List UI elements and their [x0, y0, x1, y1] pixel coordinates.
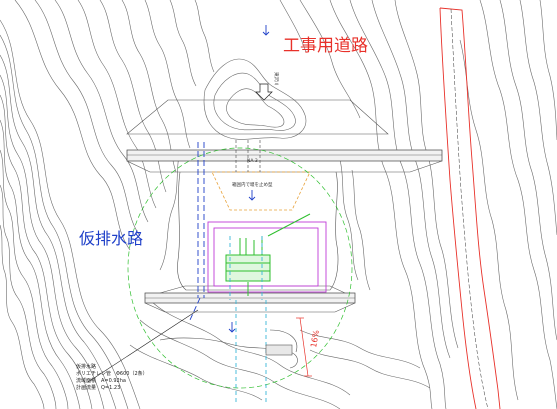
- legend-note-line: ポリエチレン管 Φ600（2条）: [76, 370, 148, 377]
- slope-label: 16%: [309, 329, 321, 348]
- legend-note-line: 計画流量 Q=1.23: [76, 384, 120, 391]
- structure-tag: NA 3: [247, 158, 258, 164]
- stream-label: 東沢川: [273, 72, 280, 86]
- excavation-basin: [177, 171, 339, 291]
- conduit-lines: [235, 140, 261, 172]
- upper-embankment: [126, 99, 443, 173]
- legend-note-line: 流域面積 A=0.92ha: [76, 377, 126, 384]
- slope-dimension: [296, 317, 312, 377]
- temporary-drainage-label: 仮排水路: [79, 229, 143, 248]
- legend-leader: [87, 309, 199, 383]
- work-area-magenta: [207, 221, 327, 293]
- temporary-drainage-pipe: [189, 142, 205, 321]
- excavation-zone-orange: [211, 171, 311, 211]
- inner-note: 箱囲内で堰を止め型: [232, 181, 273, 188]
- stream-arrow: [255, 83, 273, 101]
- influence-circle: [127, 147, 353, 389]
- outlet-area: [159, 329, 298, 369]
- construction-road-centerline: [450, 8, 489, 409]
- construction-road-label: 工事用道路: [283, 36, 368, 56]
- legend-note-line: 仮排水路: [76, 363, 96, 370]
- construction-road-outline: [439, 7, 501, 409]
- legend-note: 仮排水路 ポリエチレン管 Φ600（2条） 流域面積 A=0.92ha 計画流量…: [76, 363, 148, 391]
- flow-arrows: [228, 25, 270, 333]
